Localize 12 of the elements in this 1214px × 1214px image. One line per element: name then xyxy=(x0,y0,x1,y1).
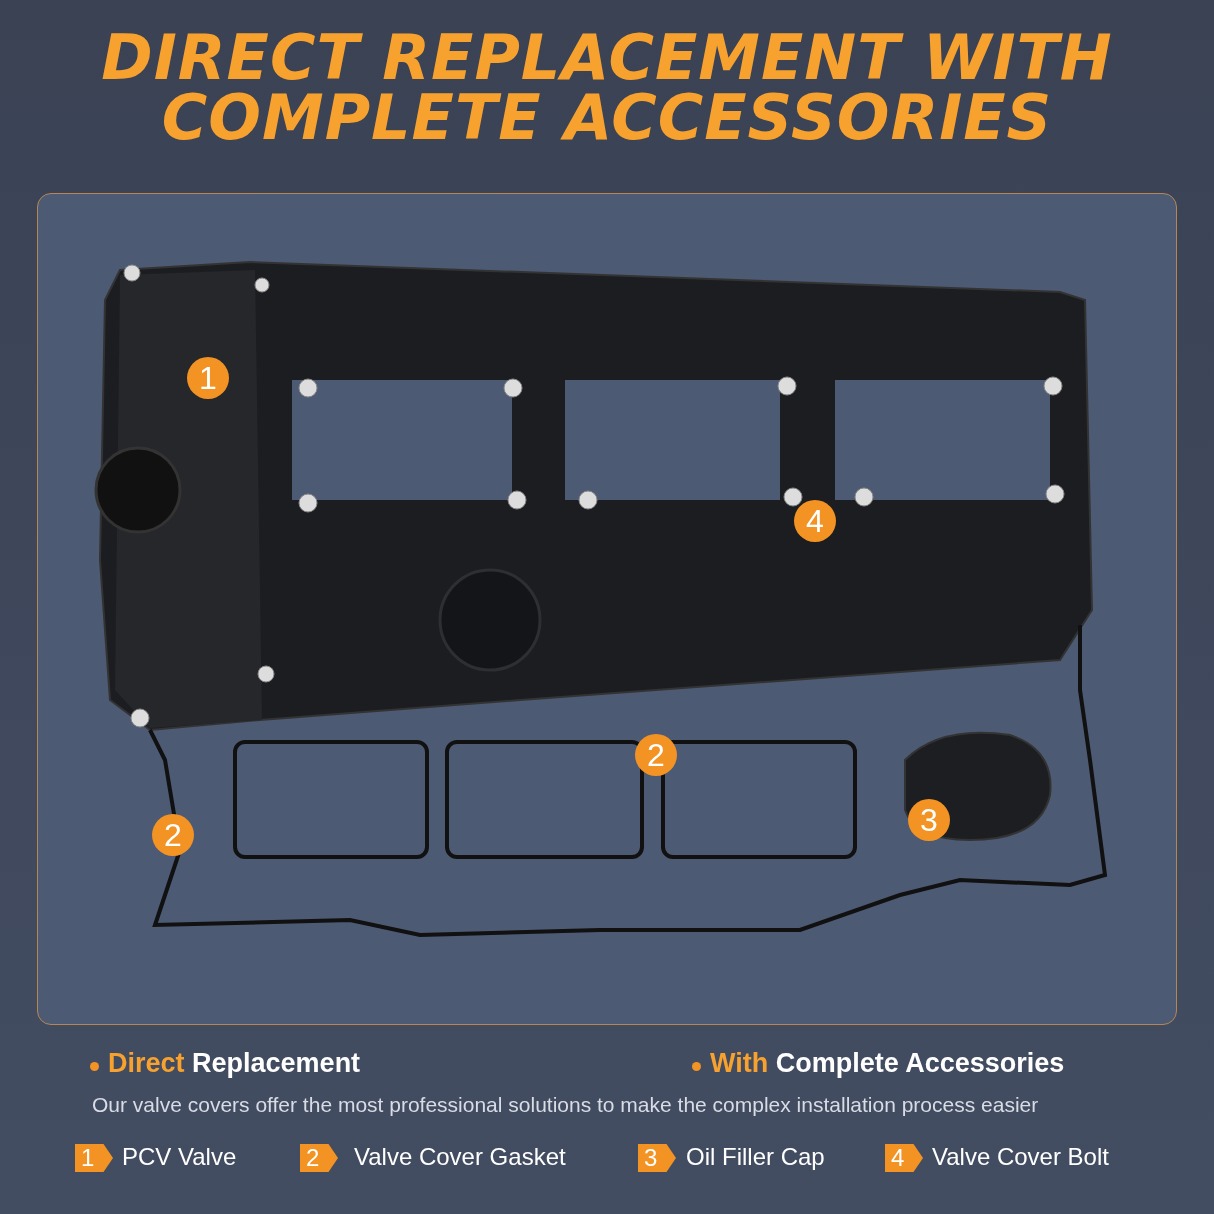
heading: Direct Replacement xyxy=(108,1048,361,1079)
description-text: Our valve covers offer the most professional solutions to make the complex installation process easier xyxy=(92,1093,1039,1117)
legend-text: Oil Filler Cap xyxy=(686,1143,825,1171)
heading: With Complete Accessories xyxy=(710,1048,1065,1079)
legend-number-tag: 3 xyxy=(638,1144,676,1172)
legend-number-tag: 4 xyxy=(885,1144,923,1172)
legend-text: Valve Cover Bolt xyxy=(932,1143,1109,1171)
legend-text: PCV Valve xyxy=(122,1143,237,1171)
legend-text: Valve Cover Gasket xyxy=(354,1143,566,1171)
title: DIRECT REPLACEMENT WITH COMPLETE ACCESSORIES xyxy=(100,28,1114,148)
legend-number-tag: 2 xyxy=(300,1144,338,1172)
legend-number-tag: 1 xyxy=(75,1144,113,1172)
